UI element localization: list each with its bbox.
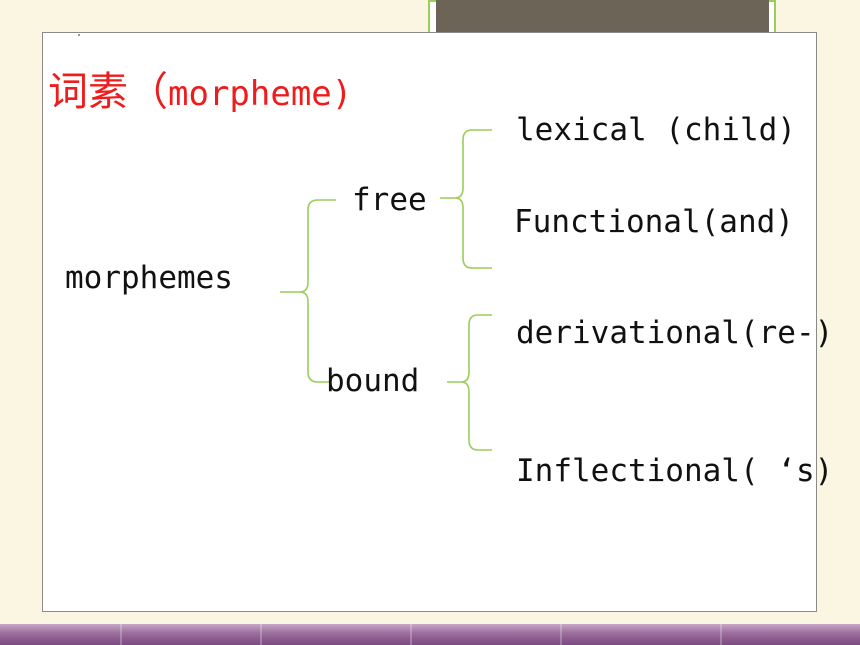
- free-bracket: [440, 129, 492, 269]
- branch-bound: bound: [326, 363, 420, 399]
- slide-content-card: [42, 32, 817, 612]
- footer-stripe: [120, 624, 122, 645]
- branch-free: free: [352, 182, 427, 218]
- leaf-functional: Functional(and): [514, 204, 794, 240]
- footer-stripe: [410, 624, 412, 645]
- footer-stripe: [260, 624, 262, 645]
- footer-stripe: [560, 624, 562, 645]
- leaf-lexical: lexical (child): [516, 112, 796, 148]
- heading-chinese: 词素（: [48, 69, 168, 115]
- slide-heading: 词素（morpheme): [48, 64, 352, 122]
- bound-bracket: [447, 314, 492, 451]
- leaf-derivational: derivational(re-): [516, 315, 834, 351]
- decorative-dot: [78, 34, 80, 36]
- footer-stripe: [720, 624, 722, 645]
- footer-band: [0, 624, 860, 645]
- root-morphemes: morphemes: [65, 260, 233, 296]
- leaf-inflectional: Inflectional( ‘s): [516, 453, 834, 489]
- root-bracket: [280, 199, 336, 383]
- heading-english: morpheme): [168, 74, 353, 114]
